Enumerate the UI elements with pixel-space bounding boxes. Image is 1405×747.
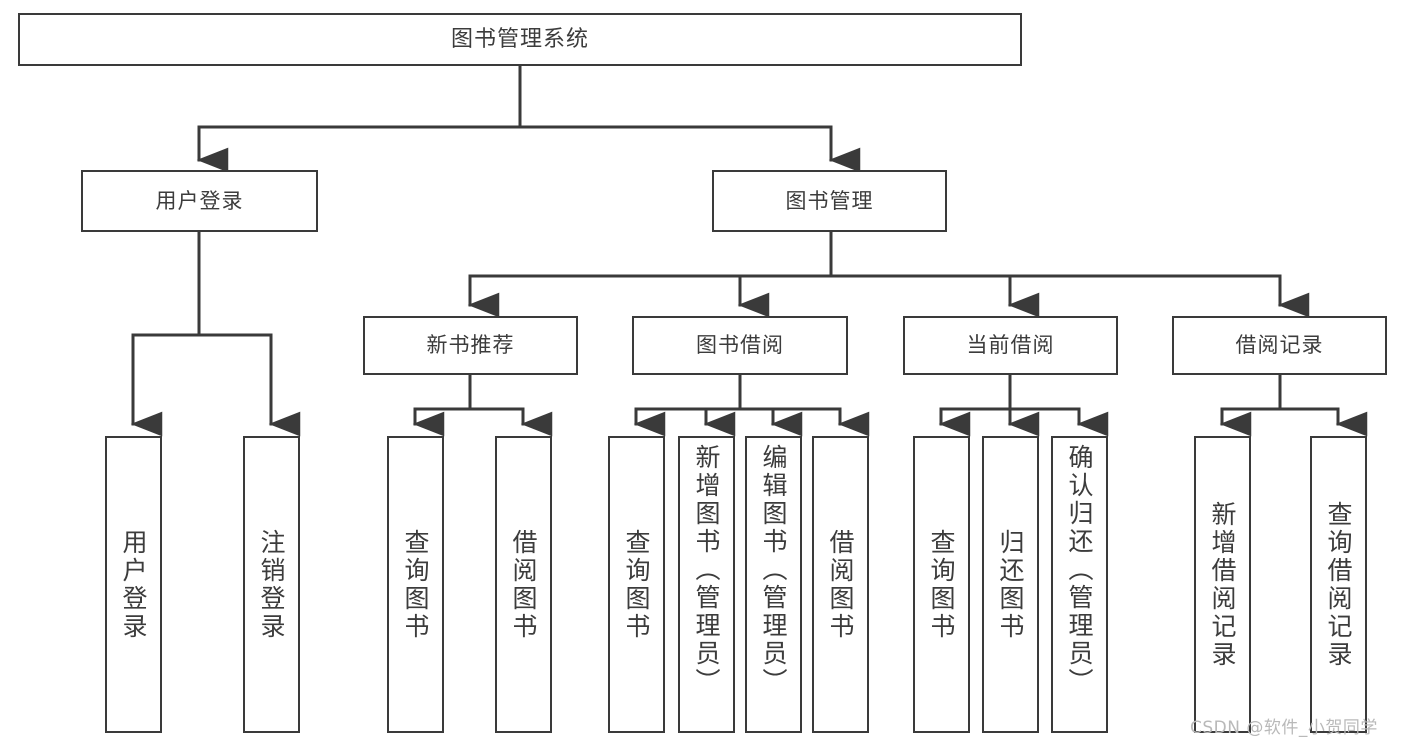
node-current-borrow[interactable]: 当前借阅 <box>903 316 1118 375</box>
node-label: 查询借阅记录 <box>1324 500 1353 669</box>
node-label: 图书管理系统 <box>450 26 589 52</box>
node-label: 查询图书 <box>927 528 956 641</box>
node-root-system[interactable]: 图书管理系统 <box>18 13 1022 66</box>
leaf-user-login-login[interactable]: 用户登录 <box>105 436 162 733</box>
leaf-current-borrow-return[interactable]: 归还图书 <box>982 436 1039 733</box>
node-label: 当前借阅 <box>966 333 1055 358</box>
node-label: 归还图书 <box>996 528 1025 641</box>
node-label: 查询图书 <box>622 528 651 641</box>
leaf-book-borrow-edit[interactable]: 编辑图书（管理员） <box>745 436 802 733</box>
leaf-book-borrow-query[interactable]: 查询图书 <box>608 436 665 733</box>
node-label: 编辑图书（管理员） <box>759 444 788 696</box>
node-book-management[interactable]: 图书管理 <box>712 170 947 232</box>
leaf-current-borrow-query[interactable]: 查询图书 <box>913 436 970 733</box>
node-new-book-recommend[interactable]: 新书推荐 <box>363 316 578 375</box>
node-label: 注销登录 <box>257 528 286 641</box>
node-label: 用户登录 <box>155 188 244 213</box>
node-label: 新书推荐 <box>426 333 515 358</box>
leaf-borrow-record-query[interactable]: 查询借阅记录 <box>1310 436 1367 733</box>
leaf-book-borrow-add[interactable]: 新增图书（管理员） <box>678 436 735 733</box>
node-label: 图书借阅 <box>696 333 784 358</box>
node-label: 借阅图书 <box>509 528 538 641</box>
leaf-new-book-borrow[interactable]: 借阅图书 <box>495 436 552 733</box>
leaf-book-borrow-borrow[interactable]: 借阅图书 <box>812 436 869 733</box>
node-borrow-record[interactable]: 借阅记录 <box>1172 316 1387 375</box>
node-label: 借阅记录 <box>1235 333 1324 358</box>
node-book-borrow[interactable]: 图书借阅 <box>632 316 848 375</box>
node-label: 查询图书 <box>401 528 430 641</box>
leaf-current-borrow-confirm-return[interactable]: 确认归还（管理员） <box>1051 436 1108 733</box>
node-label: 确认归还（管理员） <box>1065 444 1094 696</box>
leaf-borrow-record-add[interactable]: 新增借阅记录 <box>1194 436 1251 733</box>
leaf-user-login-logout[interactable]: 注销登录 <box>243 436 300 733</box>
node-label: 图书管理 <box>785 188 874 213</box>
node-label: 用户登录 <box>119 528 148 641</box>
node-label: 新增图书（管理员） <box>692 444 721 696</box>
leaf-new-book-query[interactable]: 查询图书 <box>387 436 444 733</box>
node-label: 新增借阅记录 <box>1208 500 1237 669</box>
node-label: 借阅图书 <box>826 528 855 641</box>
node-user-login[interactable]: 用户登录 <box>81 170 318 232</box>
